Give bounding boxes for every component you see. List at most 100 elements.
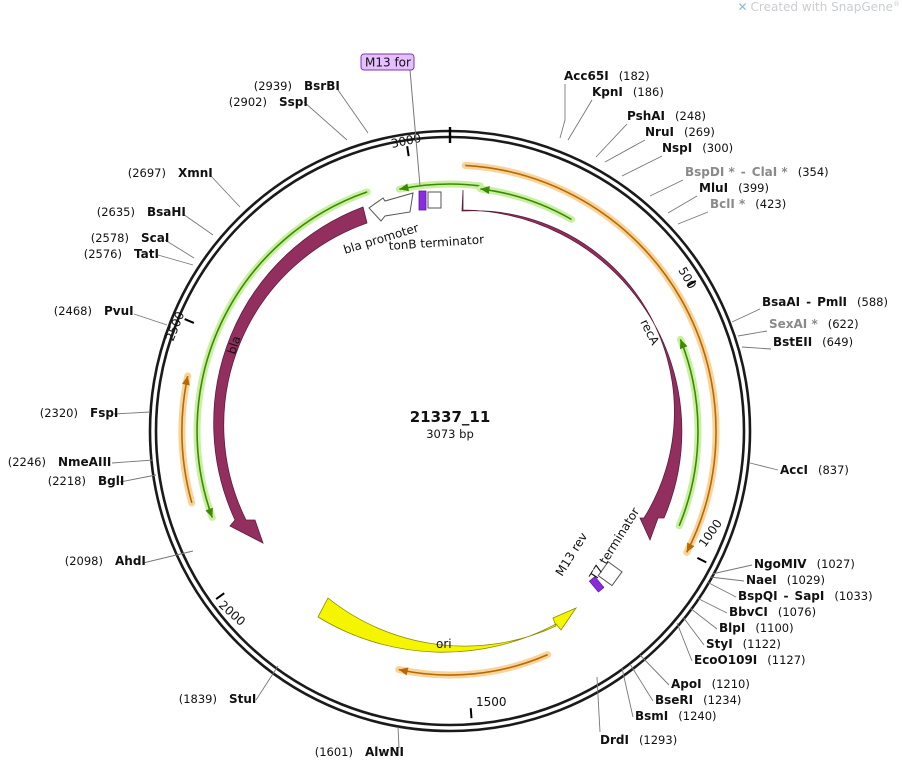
site-eco0109i[interactable]: EcoO109I(1127) [694, 653, 806, 667]
site-nmeaiii[interactable]: (2246)NmeAIII [8, 455, 112, 469]
site-bcli[interactable]: BclI *(423) [710, 197, 786, 211]
site-blpi[interactable]: BlpI(1100) [719, 621, 794, 635]
site-name-alwni: AlwNI [365, 745, 404, 759]
primer-arc-orange-right[interactable] [465, 164, 717, 553]
site-name-bbvci: BbvCI [729, 605, 768, 619]
site-bsrbi[interactable]: (2939)BsrBI [254, 79, 340, 93]
site-pos-apoi: (1210) [712, 677, 750, 691]
leader-pshai [595, 123, 628, 158]
leader-drdi [596, 676, 601, 733]
site-name-xmni: XmnI [178, 166, 213, 180]
site-acc65i[interactable]: Acc65I(182) [564, 69, 650, 83]
scale-tick-label-2500: 2500 [163, 310, 187, 344]
site-name-ahdi: AhdI [115, 554, 146, 568]
site-name-acci: AccI [780, 463, 808, 477]
leader-sspi [303, 101, 348, 141]
site-kpni[interactable]: KpnI(186) [592, 85, 664, 99]
snapgene-logo-icon: ✕ [737, 0, 748, 14]
site-name-naei: NaeI [746, 573, 777, 587]
site-pos-nmeaiii: (2246) [8, 455, 46, 469]
site-xmni[interactable]: (2697)XmnI [128, 166, 213, 180]
site-pshai[interactable]: PshAI(248) [627, 109, 706, 123]
site-acci[interactable]: AccI(837) [780, 463, 849, 477]
tonb-terminator-box[interactable] [427, 191, 442, 209]
site-pos-bsmi: (1240) [678, 709, 716, 723]
site-bsmi[interactable]: BsmI(1240) [635, 709, 717, 723]
site-bsaai[interactable]: BsaAI-PmlI(588) [762, 295, 888, 309]
leader-naei [709, 576, 745, 582]
leader-nspi [621, 155, 663, 177]
scale-tick-label-3000: 3000 [390, 131, 423, 151]
m13-for-leader [409, 69, 421, 187]
site-pos-tati: (2576) [84, 247, 122, 261]
site-pos-fspi: (2320) [40, 406, 78, 420]
site-name-bsteii: BstEII [773, 335, 812, 349]
site-bbvci[interactable]: BbvCI (1076) [729, 605, 816, 619]
site-naei[interactable]: NaeI(1029) [746, 573, 825, 587]
site-bsteii[interactable]: BstEII(649) [773, 335, 853, 349]
site-stui[interactable]: (1839)StuI [179, 692, 257, 706]
primer-arc-green-left[interactable] [196, 191, 368, 518]
site-fspi[interactable]: (2320)FspI [40, 406, 119, 420]
primer-arrowhead-orange-bottom [398, 667, 409, 676]
site-alwni[interactable]: (1601)AlwNI [315, 745, 404, 759]
site-name-styi: StyI [706, 637, 733, 651]
site-ngomiv[interactable]: NgoMIV (1027) [754, 557, 855, 571]
leader-xmni [209, 174, 241, 208]
site-pos-ngomiv: (1027) [817, 557, 855, 571]
site-pos-bbvci: (1076) [778, 605, 816, 619]
site-sspi[interactable]: (2902)SspI [229, 95, 308, 109]
site-nrui[interactable]: NruI(269) [645, 125, 715, 139]
site-pos-pvui: (2468) [54, 304, 92, 318]
site-bsahi[interactable]: (2635)BsaHI [97, 205, 186, 219]
site-nspi[interactable]: NspI(300) [662, 141, 733, 155]
site-ahdi[interactable]: (2098)AhdI [65, 554, 146, 568]
primer-arc-green-right[interactable] [678, 339, 699, 527]
leader-acci [749, 462, 779, 471]
scale-tick-1500 [469, 708, 473, 719]
primer-arrowhead-orange-right [686, 542, 695, 553]
site-name-pshai: PshAI [627, 109, 665, 123]
site-pos-stui: (1839) [179, 692, 217, 706]
site-labels: Acc65I(182) KpnI(186) PshAI(248) NruI(269) N… [8, 69, 888, 759]
primer-arrowhead-green-left [205, 507, 213, 518]
m13-rev-marker[interactable] [588, 576, 605, 593]
site-styi[interactable]: StyI(1122) [706, 637, 781, 651]
primer-arc-orange-left[interactable] [181, 375, 193, 504]
leader-mlui [667, 195, 698, 214]
site-apoi[interactable]: ApoI (1210) [671, 677, 750, 691]
bla-feature-arrow[interactable] [213, 206, 368, 544]
leader-bsrbi [337, 89, 369, 134]
site-name-bsahi: BsaHI [147, 205, 186, 219]
t7-terminator-box[interactable] [597, 561, 623, 587]
site-tati[interactable]: (2576)TatI [84, 247, 159, 261]
site-name-bspqi: BspQI [738, 589, 778, 603]
site-name-ngomiv: NgoMIV [754, 557, 807, 571]
site-pvui[interactable]: (2468)PvuI [54, 304, 134, 318]
site-name-apoi: ApoI [671, 677, 702, 691]
site-dash-bsaai: - [806, 295, 811, 309]
site-mlui[interactable]: MluI(399) [699, 181, 769, 195]
site-pos-bsrbi: (2939) [254, 79, 292, 93]
site-pos-drdi: (1293) [639, 733, 677, 747]
site-bspdi[interactable]: BspDI *-ClaI *(354) [685, 165, 829, 179]
site-scai[interactable]: (2578)ScaI [91, 231, 170, 245]
primer-arrowhead-green-top [399, 183, 409, 192]
site-drdi[interactable]: DrdI(1293) [600, 733, 677, 747]
site-sexai[interactable]: SexAI *(622) [769, 317, 859, 331]
m13-for-tag[interactable] [360, 53, 415, 71]
bla-promoter-arrow[interactable] [368, 192, 414, 222]
leader-bspdi [649, 179, 684, 197]
site-bgli[interactable]: (2218)BglI [48, 474, 125, 488]
leader-scai [164, 239, 195, 259]
primer-arc-orange-bottom[interactable] [398, 653, 549, 676]
site-name-blpi: BlpI [719, 621, 745, 635]
reca-feature-arrow[interactable] [461, 189, 683, 542]
site-pos-bspqi: (1033) [834, 589, 872, 603]
ori-feature-arrow[interactable] [317, 597, 578, 653]
site-name-sexai: SexAI * [769, 317, 818, 331]
tonb-terminator-marker[interactable] [418, 190, 427, 211]
site-bspqi[interactable]: BspQI-SapI(1033) [738, 589, 873, 603]
site-bseri[interactable]: BseRI(1234) [655, 693, 741, 707]
